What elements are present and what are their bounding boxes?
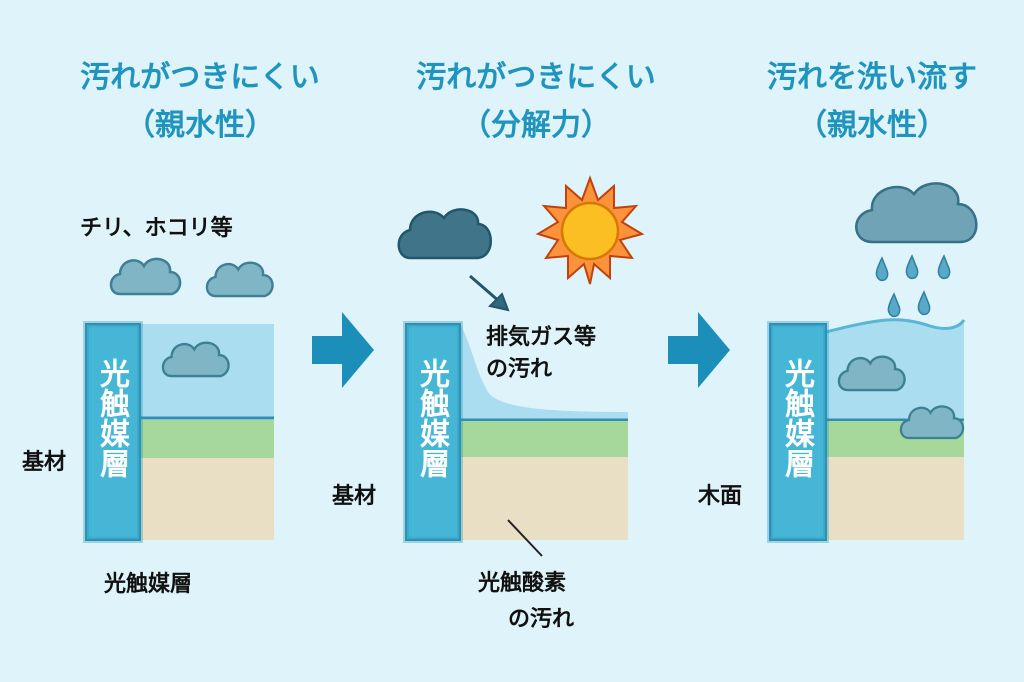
panel-1-bottom-label: 光触媒層 [104, 572, 193, 597]
arrow-right-icon [312, 312, 374, 388]
panel-2-bottom-line2: の汚れ [508, 607, 575, 632]
panel-3-graphic [767, 182, 978, 543]
panel-3-title: 汚れを洗い流す （親水性） [722, 54, 1022, 150]
panel-2-graphic [397, 175, 645, 557]
panel-3-side-label: 木面 [698, 484, 743, 509]
panel-1-title-line2: （親水性） [125, 108, 275, 143]
dust-label: チリ、ホコリ等 [80, 216, 233, 241]
panel-2-title-line1: 汚れがつきにくい [416, 60, 656, 95]
panel-1-layer-label: 光触媒層 [94, 358, 129, 478]
exhaust-callout-line1: 排気ガス等 [486, 325, 597, 350]
water-layer [460, 324, 628, 420]
cloud-icon [109, 257, 182, 296]
panel-1-title: 汚れがつきにくい （親水性） [50, 54, 350, 150]
panel-3-title-line1: 汚れを洗い流す [767, 60, 977, 95]
base-layer [826, 457, 964, 540]
photocatalyst-layer [85, 323, 141, 541]
panel-1-title-line1: 汚れがつきにくい [80, 60, 320, 95]
panel-1-side-label: 基材 [22, 450, 67, 475]
photocatalyst-layer [769, 323, 827, 541]
panel-3-layer-label: 光触媒層 [779, 358, 814, 478]
panel-3-title-line2: （親水性） [797, 108, 947, 143]
base-layer [140, 458, 274, 540]
panel-2-title-line2: （分解力） [461, 108, 611, 143]
panel-2-title: 汚れがつきにくい （分解力） [386, 54, 686, 150]
base-layer [460, 457, 628, 540]
exhaust-callout: 排気ガス等 の汚れ [486, 322, 596, 386]
panel-1-graphic [83, 257, 274, 543]
cloud-icon [855, 182, 978, 244]
sun-icon [535, 175, 645, 285]
exhaust-callout-line2: の汚れ [486, 357, 553, 382]
green-layer [460, 421, 628, 457]
arrow-right-icon [668, 312, 730, 388]
cloud-icon [205, 261, 274, 298]
panel-2-side-label: 基材 [332, 484, 377, 509]
rain-icon [875, 254, 951, 318]
cloud-icon [397, 208, 492, 260]
panel-2-bottom-line1: 光触酸素 [478, 571, 567, 596]
panel-2-bottom-label: 光触酸素 の汚れ [478, 566, 574, 638]
photocatalyst-layer [405, 323, 461, 541]
panel-2-layer-label: 光触媒層 [414, 358, 449, 478]
green-layer [140, 420, 274, 458]
